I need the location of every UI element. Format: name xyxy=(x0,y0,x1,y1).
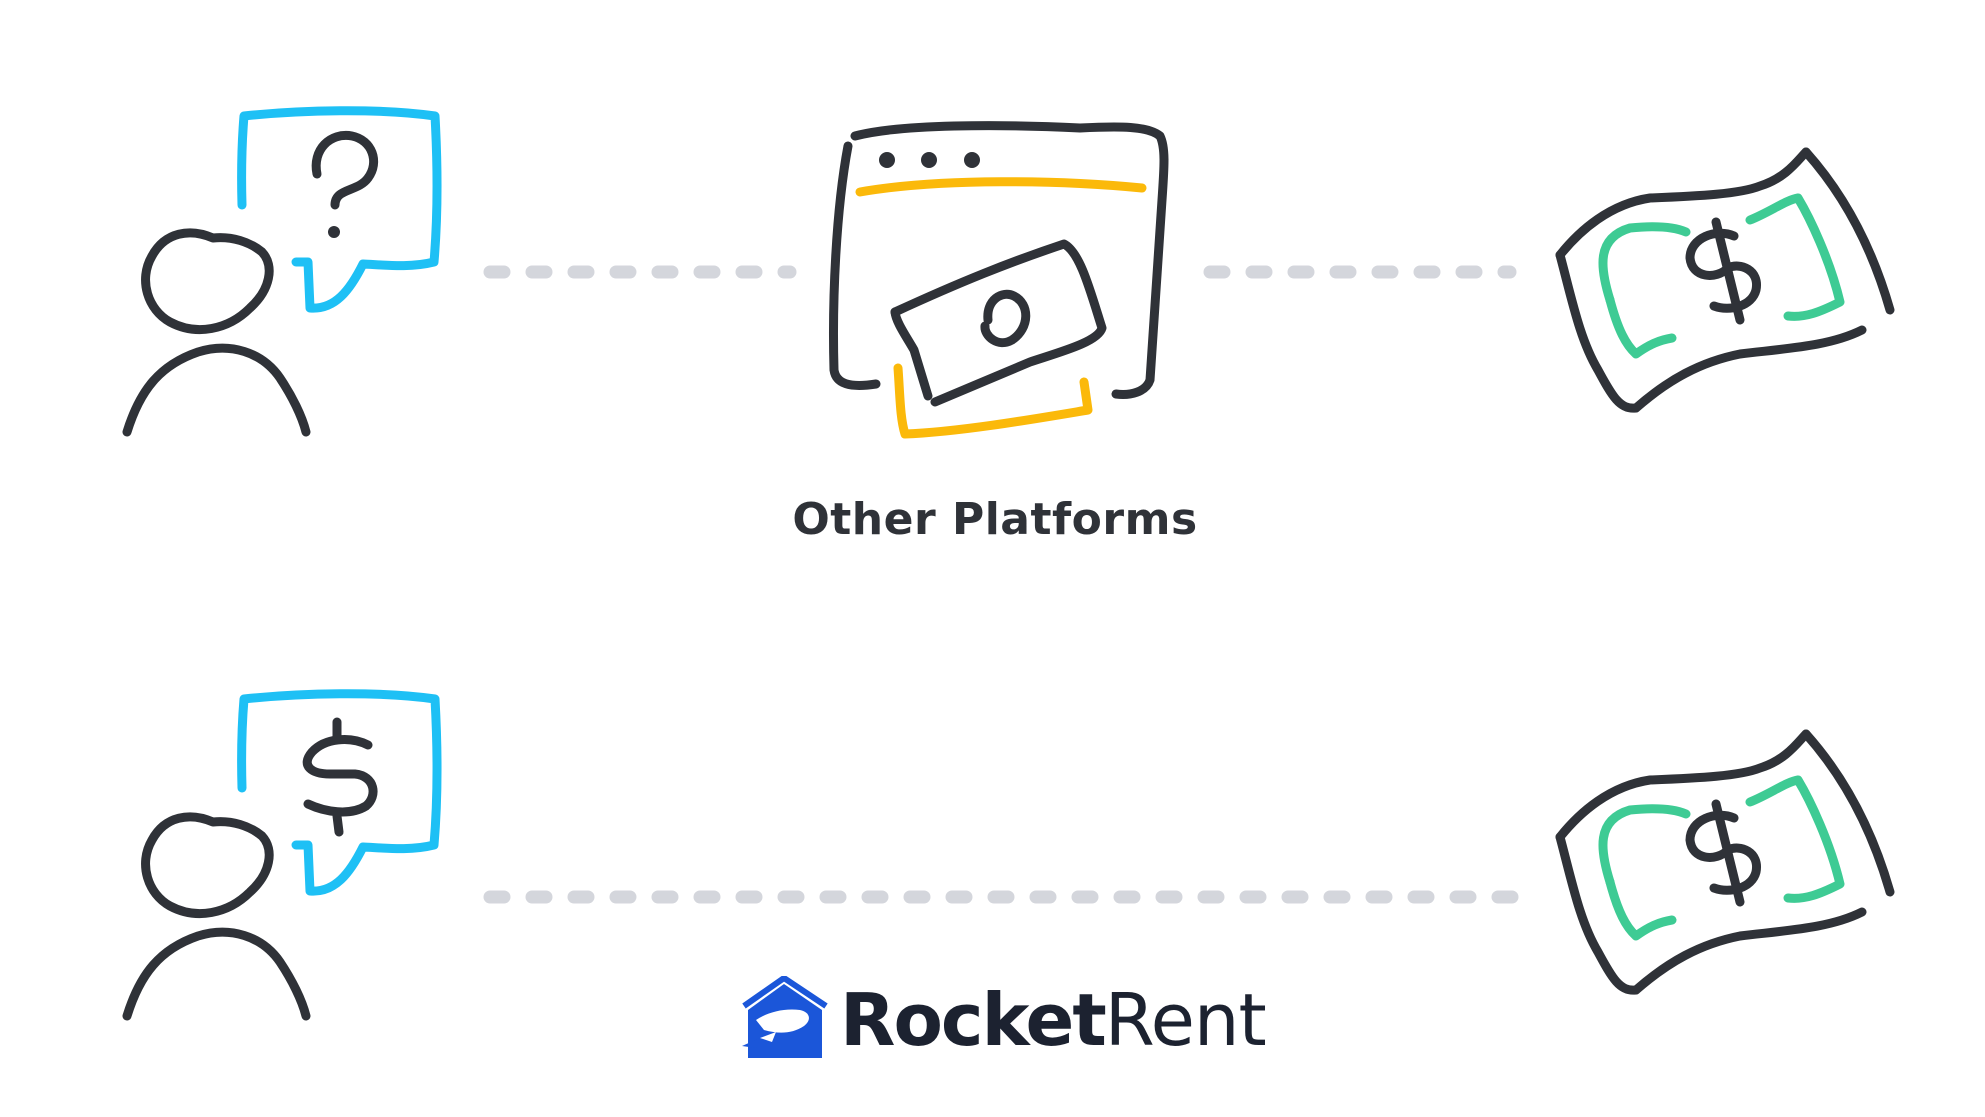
question-mark-icon xyxy=(311,130,378,238)
rocket-house-icon xyxy=(742,976,828,1058)
speech-bubble xyxy=(237,106,442,313)
cash-bill-icon xyxy=(1555,729,1895,995)
browser-payment-icon xyxy=(829,121,1169,439)
cash-bill-icon xyxy=(1555,147,1895,413)
brand-name-rocket: Rocket xyxy=(840,978,1107,1062)
speech-bubble xyxy=(237,689,442,896)
brand-name-rent: Rent xyxy=(1104,978,1267,1062)
dollar-sign-icon xyxy=(302,717,378,837)
user-icon xyxy=(122,228,311,437)
user-icon xyxy=(122,812,311,1021)
platform-label: Other Platforms xyxy=(792,494,1198,545)
